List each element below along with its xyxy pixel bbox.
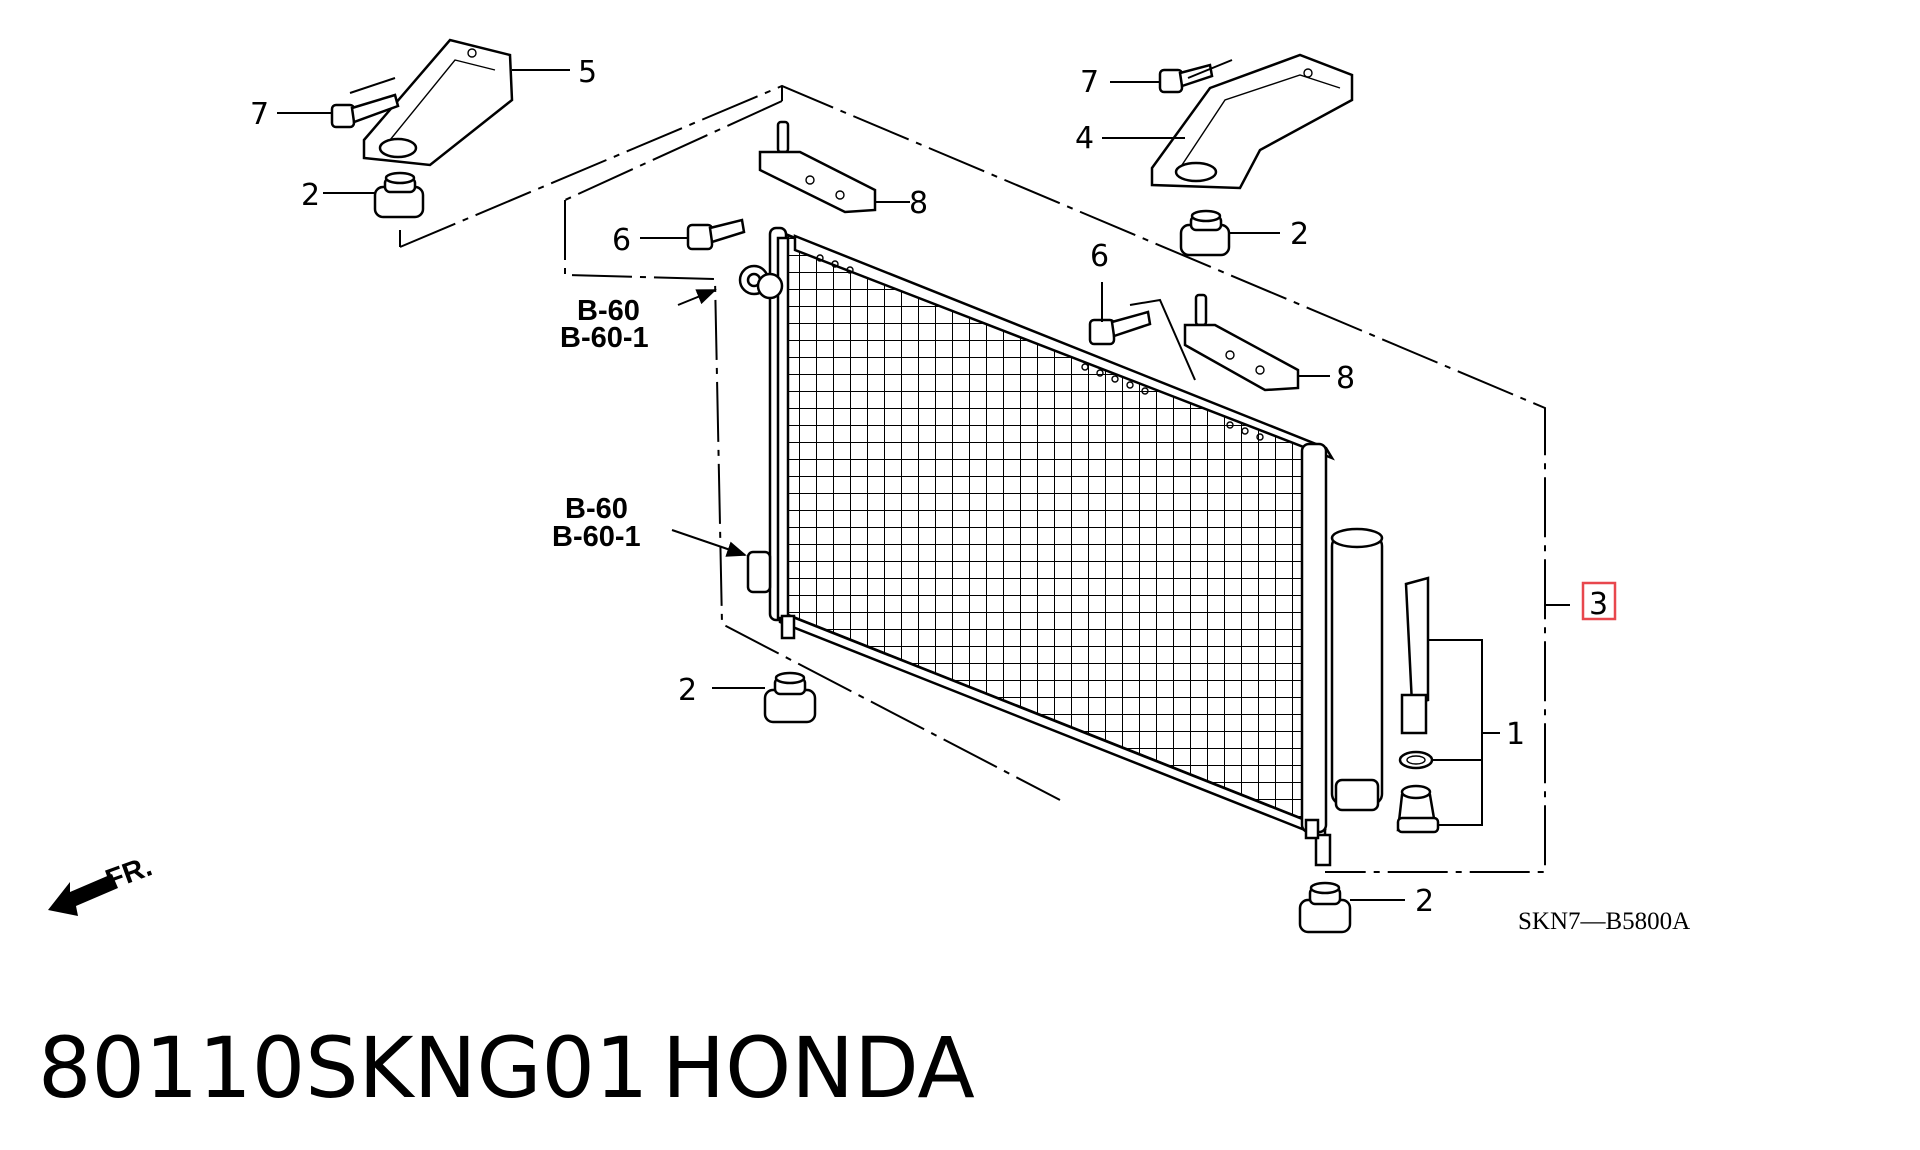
ref-lower-b60: B-60 bbox=[565, 493, 628, 525]
mount-cushion-lower-right bbox=[1298, 881, 1352, 934]
callout-labels: 1 2 2 2 2 3 4 5 6 6 7 7 8 8 bbox=[250, 55, 1617, 919]
callout-3: 3 bbox=[1589, 587, 1608, 622]
callout-3-highlight bbox=[1581, 581, 1617, 621]
callout-2-lower-right: 2 bbox=[1415, 884, 1434, 919]
callout-8-lower: 8 bbox=[1336, 361, 1355, 396]
bolt-item-7-right bbox=[1158, 63, 1214, 94]
callout-2-upper-right: 2 bbox=[1290, 217, 1309, 252]
receiver-tank bbox=[1330, 527, 1384, 812]
mount-cushion-lower-left bbox=[763, 671, 817, 724]
ref-upper-b60-1: B-60-1 bbox=[560, 322, 649, 354]
side-bracket-lower-item-8 bbox=[1183, 293, 1300, 392]
bracket-right-item-4 bbox=[1150, 53, 1354, 190]
drawing-code: SKN7—B5800A bbox=[1518, 908, 1690, 935]
front-marker-label: FR. bbox=[101, 851, 156, 897]
section-references: B-60 B-60-1 B-60 B-60-1 bbox=[552, 295, 649, 553]
callout-2-lower-left: 2 bbox=[678, 673, 697, 708]
callout-6-upper: 6 bbox=[612, 223, 631, 258]
callout-1: 1 bbox=[1506, 717, 1525, 752]
core-bolt-holes bbox=[816, 254, 1264, 441]
brand-caption: HONDA bbox=[662, 1019, 975, 1117]
ref-lower-b60-1: B-60-1 bbox=[552, 521, 641, 553]
front-arrow-icon: FR. bbox=[48, 851, 156, 916]
bolt-item-7-left bbox=[330, 93, 400, 129]
callout-5: 5 bbox=[578, 55, 597, 90]
mount-cushion-upper-right bbox=[1179, 209, 1231, 257]
ref-upper-b60: B-60 bbox=[577, 295, 640, 327]
leader-lines bbox=[277, 59, 1405, 901]
callout-4: 4 bbox=[1075, 121, 1094, 156]
mount-cushion-upper-left bbox=[373, 171, 425, 219]
group-outline-lines bbox=[399, 84, 1570, 873]
callout-7-right: 7 bbox=[1080, 65, 1099, 100]
bolt-item-6-lower bbox=[1088, 310, 1152, 346]
side-bracket-upper-item-8 bbox=[758, 120, 877, 214]
bracket-left-item-5 bbox=[362, 38, 514, 167]
callout-6-lower: 6 bbox=[1090, 239, 1109, 274]
condenser-core bbox=[738, 226, 1335, 867]
bolt-item-6-upper bbox=[686, 218, 746, 251]
callout-8-upper: 8 bbox=[909, 186, 928, 221]
callout-7-left: 7 bbox=[250, 97, 269, 132]
callout-2-upper-left: 2 bbox=[301, 178, 320, 213]
part-number-caption: 80110SKNG01 bbox=[38, 1019, 648, 1117]
desiccant-kit bbox=[1396, 576, 1500, 834]
